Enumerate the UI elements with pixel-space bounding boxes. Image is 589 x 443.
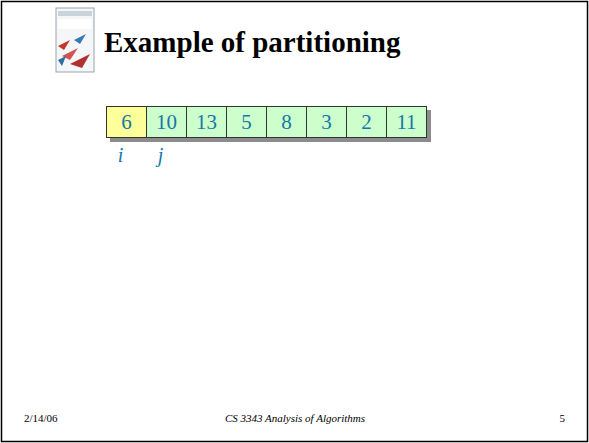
array-cell: 10 [146, 106, 187, 138]
cell-value: 11 [396, 112, 416, 133]
slide-title: Example of partitioning [104, 26, 400, 59]
array-cell: 3 [306, 106, 347, 138]
page-number: 5 [560, 412, 566, 424]
cell-value: 2 [361, 112, 372, 133]
index-label: i [118, 144, 124, 167]
cell-value: 5 [241, 112, 252, 133]
footer-date: 2/14/06 [24, 412, 58, 424]
cell-value: 3 [321, 112, 332, 133]
cell-value: 8 [281, 112, 292, 133]
footer-course: CS 3343 Analysis of Algorithms [225, 412, 365, 424]
array-cell: 13 [186, 106, 227, 138]
cell-value: 13 [196, 112, 217, 133]
cell-value: 6 [121, 112, 132, 133]
cell-value: 10 [156, 112, 177, 133]
index-label: j [158, 144, 164, 167]
array-cell: 6 [106, 106, 147, 138]
array-cell: 2 [346, 106, 387, 138]
array-cell: 8 [266, 106, 307, 138]
array-cell: 5 [226, 106, 267, 138]
array-cell: 11 [386, 106, 427, 138]
book-icon [56, 8, 94, 72]
